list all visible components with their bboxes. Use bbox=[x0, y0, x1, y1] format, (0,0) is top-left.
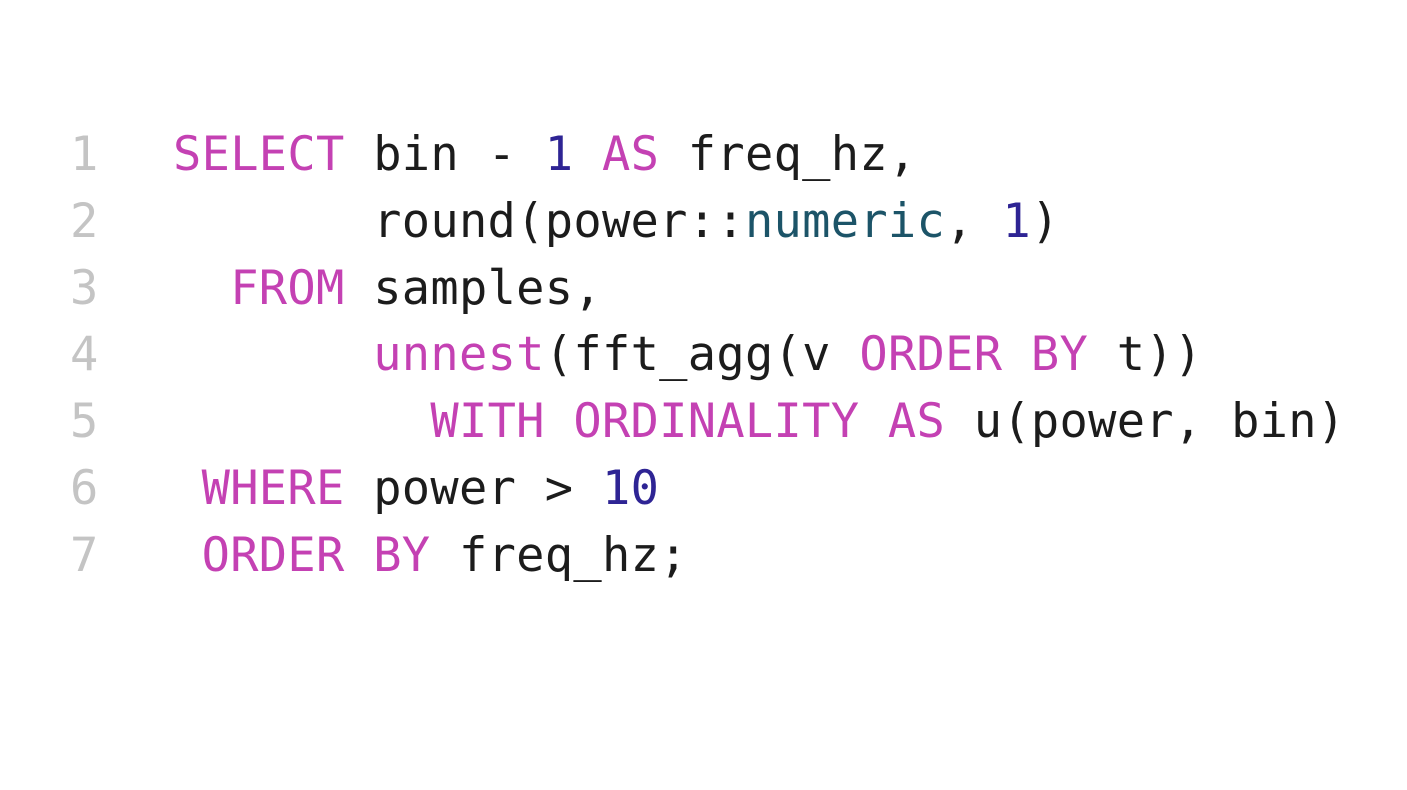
line-number: 2 bbox=[70, 194, 99, 249]
code-token-keyword: WHERE bbox=[201, 461, 345, 516]
code-token: power > bbox=[344, 461, 602, 516]
code-text[interactable]: WHERE power > 10 bbox=[173, 455, 659, 522]
code-token bbox=[173, 461, 202, 516]
code-text[interactable]: unnest(fft_agg(v ORDER BY t)) bbox=[173, 321, 1203, 388]
code-editor: 1 SELECT bin - 1 AS freq_hz, 2 round(pow… bbox=[0, 121, 1407, 589]
code-token: samples, bbox=[344, 261, 602, 316]
code-line-5: 5 WITH ORDINALITY AS u(power, bin) bbox=[0, 388, 1407, 455]
code-token: t)) bbox=[1088, 327, 1203, 382]
line-number: 4 bbox=[70, 327, 99, 382]
code-token: ) bbox=[1030, 194, 1060, 249]
code-token: freq_hz; bbox=[430, 528, 688, 583]
code-token bbox=[573, 127, 602, 182]
line-number: 5 bbox=[70, 394, 99, 449]
code-token-type: numeric bbox=[744, 194, 946, 249]
code-token-number: 10 bbox=[601, 461, 660, 516]
code-token-keyword: WITH ORDINALITY AS bbox=[430, 394, 946, 449]
code-line-4: 4 unnest(fft_agg(v ORDER BY t)) bbox=[0, 321, 1407, 388]
code-token-keyword: FROM bbox=[230, 261, 345, 316]
code-text[interactable]: round(power::numeric, 1) bbox=[173, 188, 1060, 255]
code-token-keyword: ORDER BY bbox=[201, 528, 431, 583]
code-token: round(power:: bbox=[173, 194, 745, 249]
code-token-keyword: AS bbox=[602, 127, 660, 182]
code-line-3: 3 FROM samples, bbox=[0, 255, 1407, 322]
code-line-1: 1 SELECT bin - 1 AS freq_hz, bbox=[0, 121, 1407, 188]
code-token-keyword: SELECT bbox=[173, 127, 345, 182]
code-text[interactable]: ORDER BY freq_hz; bbox=[173, 522, 688, 589]
line-number: 6 bbox=[70, 461, 99, 516]
code-token: u(power, bin) bbox=[945, 394, 1346, 449]
code-line-2: 2 round(power::numeric, 1) bbox=[0, 188, 1407, 255]
code-text[interactable]: SELECT bin - 1 AS freq_hz, bbox=[173, 121, 917, 188]
line-number: 1 bbox=[70, 127, 99, 182]
code-token bbox=[173, 261, 230, 316]
code-token-number: 1 bbox=[1002, 194, 1031, 249]
code-token bbox=[173, 528, 202, 583]
code-token: freq_hz, bbox=[659, 127, 917, 182]
code-text[interactable]: FROM samples, bbox=[173, 255, 602, 322]
line-number: 3 bbox=[70, 261, 99, 316]
code-token: bin - bbox=[344, 127, 545, 182]
code-token: , bbox=[945, 194, 1003, 249]
code-token bbox=[173, 394, 430, 449]
code-line-6: 6 WHERE power > 10 bbox=[0, 455, 1407, 522]
code-token-function: unnest bbox=[373, 327, 545, 382]
line-number: 7 bbox=[70, 528, 99, 583]
code-token-keyword: ORDER BY bbox=[859, 327, 1089, 382]
code-token: (fft_agg(v bbox=[544, 327, 860, 382]
code-token-number: 1 bbox=[544, 127, 574, 182]
code-text[interactable]: WITH ORDINALITY AS u(power, bin) bbox=[173, 388, 1345, 455]
code-line-7: 7 ORDER BY freq_hz; bbox=[0, 522, 1407, 589]
code-token bbox=[173, 327, 373, 382]
